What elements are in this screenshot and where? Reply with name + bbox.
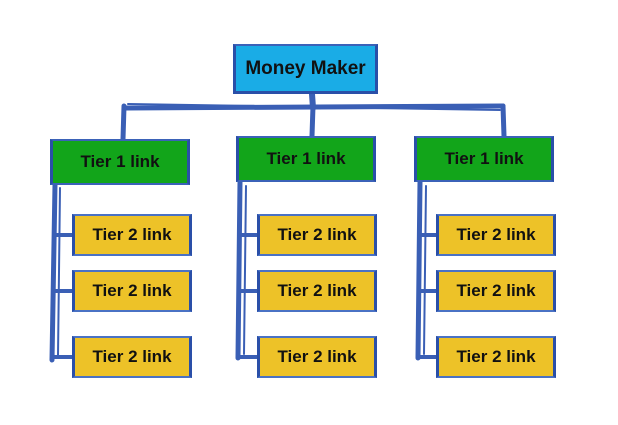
tier2-spine-line-2-sketch	[423, 185, 427, 355]
tier2-spine-line-1	[235, 179, 243, 361]
tier1-drop-line-1	[309, 103, 316, 139]
tier1-link-box-2: Tier 1 link	[414, 136, 554, 182]
money-maker-box: Money Maker	[233, 44, 378, 94]
tier2-link-box-0-1: Tier 2 link	[72, 270, 192, 312]
tier2-link-box-1-2: Tier 2 link	[257, 336, 377, 378]
tier1-link-box-0: Tier 1 link	[50, 139, 190, 185]
tier2-link-box-0-2: Tier 2 link	[72, 336, 192, 378]
tier2-link-box-0-0: Tier 2 link	[72, 214, 192, 256]
tier2-spine-line-0	[49, 182, 58, 363]
tier2-link-box-2-2: Tier 2 link	[436, 336, 556, 378]
tier2-link-box-1-0: Tier 2 link	[257, 214, 377, 256]
tier2-link-box-1-1: Tier 2 link	[257, 270, 377, 312]
tier2-spine-line-0-sketch	[57, 187, 61, 357]
tier1-drop-line-2	[500, 103, 507, 139]
tier1-drop-line-0	[120, 103, 127, 142]
tier2-link-box-2-0: Tier 2 link	[436, 214, 556, 256]
tier2-spine-line-1-sketch	[243, 185, 247, 355]
tier1-link-box-1: Tier 1 link	[236, 136, 376, 182]
tier2-link-box-2-1: Tier 2 link	[436, 270, 556, 312]
tier2-spine-line-2	[415, 179, 423, 361]
